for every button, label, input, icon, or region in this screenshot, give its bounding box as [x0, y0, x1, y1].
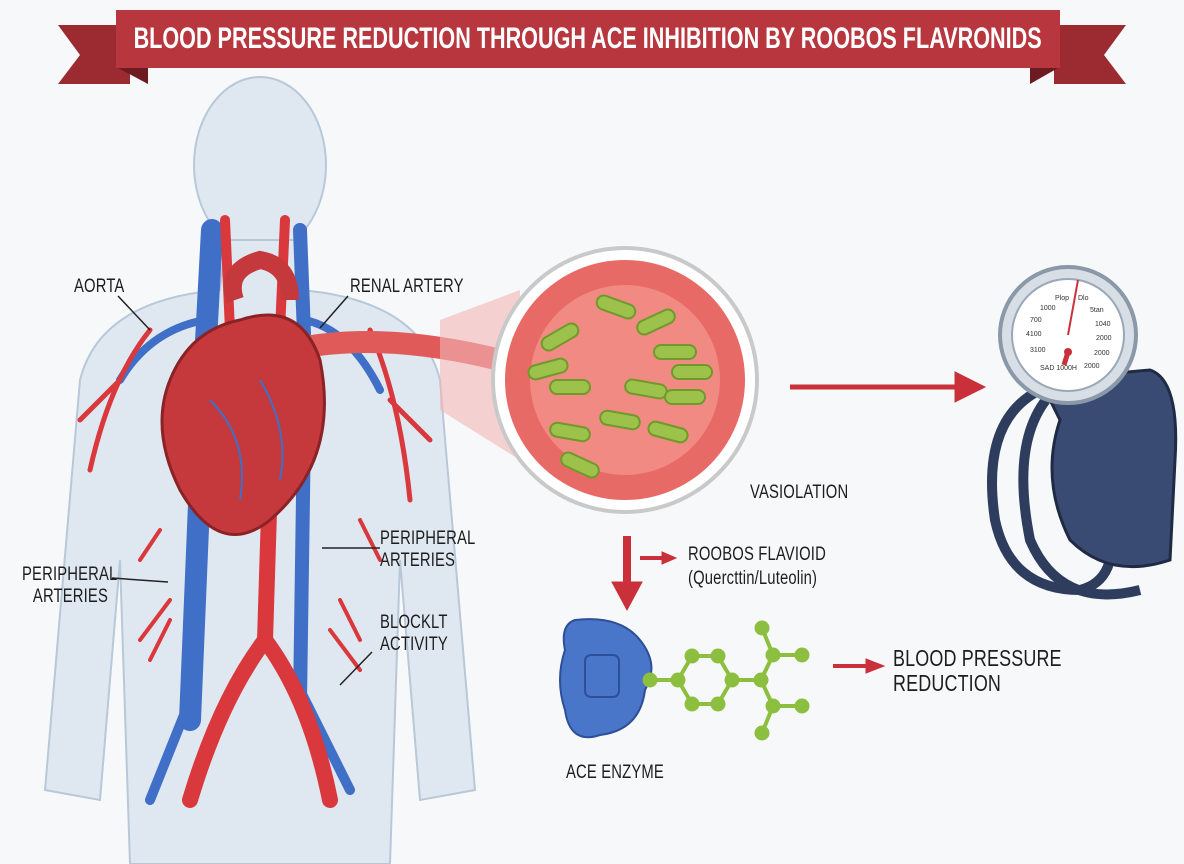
gauge-scale: Plop Dlo 1000 700 4100 3100 5tan 1040 20…	[1026, 295, 1112, 372]
flavonoid-molecule-icon	[642, 620, 810, 741]
flow-arrows	[611, 371, 987, 674]
page-title: BLOOD PRESSURE REDUCTION THROUGH ACE INH…	[118, 10, 1058, 68]
label-line: ACTIVITY	[380, 634, 448, 655]
label-aorta: AORTA	[74, 276, 125, 297]
leader-lines	[111, 295, 380, 686]
gauge-scale-label: 1000	[1040, 305, 1056, 312]
label-line: PERIPHERAL	[22, 564, 118, 585]
label-line: BLOCKLT	[380, 612, 448, 633]
label-roobos-flavioid: ROOBOS FLAVIOID	[688, 544, 826, 565]
label-peripheral-arteries-left: PERIPHERAL ARTERIES	[22, 564, 117, 608]
gauge-scale-label: 5tan	[1090, 307, 1104, 314]
label-quercetin-luteolin: (Quercttin/Luteolin)	[688, 568, 818, 589]
label-line: PERIPHERAL	[380, 528, 476, 549]
gauge-scale-label: 700	[1030, 317, 1042, 324]
blood-pressure-gauge-icon	[987, 265, 1178, 600]
gauge-scale-label: 2000	[1096, 335, 1112, 342]
gauge-scale-label: Plop	[1055, 295, 1069, 302]
label-vasiolation: VASIOLATION	[750, 482, 849, 503]
gauge-scale-label: 1040	[1095, 321, 1111, 328]
label-renal-artery: RENAL ARTERY	[350, 276, 464, 297]
label-line: ARTERIES	[32, 586, 109, 607]
label-line: ARTERIES	[380, 550, 456, 571]
gauge-scale-label: 2000	[1094, 350, 1110, 357]
gauge-scale-label: 4100	[1026, 331, 1042, 338]
blood-vessel-cross-section-icon	[440, 246, 759, 514]
label-line: REDUCTION	[893, 670, 1002, 696]
gauge-scale-label: SAD 1000H	[1040, 365, 1077, 372]
ace-enzyme-icon	[559, 618, 653, 739]
label-blood-pressure-reduction: BLOOD PRESSURE REDUCTION	[893, 646, 1062, 696]
label-ace-enzyme: ACE ENZYME	[566, 762, 664, 783]
title-text: BLOOD PRESSURE REDUCTION THROUGH ACE INH…	[133, 22, 1043, 55]
label-line: BLOOD PRESSURE	[893, 645, 1062, 671]
label-blocklt-activity: BLOCKLT ACTIVITY	[380, 612, 448, 656]
gauge-scale-label: 2000	[1084, 363, 1100, 370]
title-banner	[58, 10, 1126, 84]
gauge-scale-label: Dlo	[1078, 295, 1089, 302]
gauge-scale-label: 3100	[1030, 347, 1046, 354]
heart-icon	[160, 250, 326, 536]
label-peripheral-arteries-right: PERIPHERAL ARTERIES	[380, 528, 475, 572]
